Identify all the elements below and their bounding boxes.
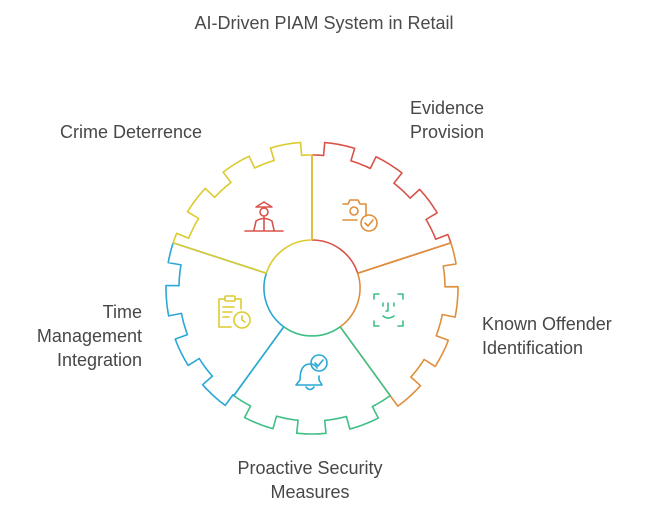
label-line: Measures	[270, 482, 350, 502]
label-known-offender-identification: Known Offender Identification	[482, 312, 612, 360]
gear-segment-evidence	[339, 242, 459, 407]
label-line: Crime Deterrence	[60, 122, 203, 142]
label-line: Management	[36, 326, 142, 346]
hub-arc-time	[265, 239, 313, 274]
face-scan-icon	[373, 293, 404, 327]
label-line: Integration	[56, 350, 142, 370]
camera-check-icon	[342, 199, 378, 232]
label-line: Evidence	[410, 98, 485, 118]
label-line: Provision	[410, 122, 485, 142]
label-line: Identification	[482, 338, 584, 358]
diagram-title: AI-Driven PIAM System in Retail	[194, 13, 454, 33]
clipboard-clock-icon	[218, 295, 251, 329]
gear-segment-time	[172, 141, 313, 274]
hub-arc-crime	[311, 239, 359, 274]
label-line: Known Offender	[482, 314, 612, 334]
gear-segment-crime	[311, 141, 452, 274]
label-line: Time	[102, 302, 142, 322]
label-evidence-provision: Evidence Provision	[410, 96, 484, 144]
hub-arc-offender	[283, 326, 341, 337]
label-proactive-security-measures: Proactive Security Measures	[210, 456, 410, 504]
gear-segment-security	[165, 242, 285, 407]
label-time-management-integration: Time Management Integration	[0, 300, 142, 372]
label-crime-deterrence: Crime Deterrence	[60, 120, 202, 144]
bell-check-icon	[295, 354, 328, 391]
hub-arc-security	[263, 272, 285, 328]
gear-segments	[165, 141, 459, 435]
security-guard-icon	[244, 201, 284, 232]
gear-segment-offender	[233, 326, 391, 435]
label-line: Proactive Security	[237, 458, 383, 478]
hub-arc-evidence	[339, 272, 361, 328]
